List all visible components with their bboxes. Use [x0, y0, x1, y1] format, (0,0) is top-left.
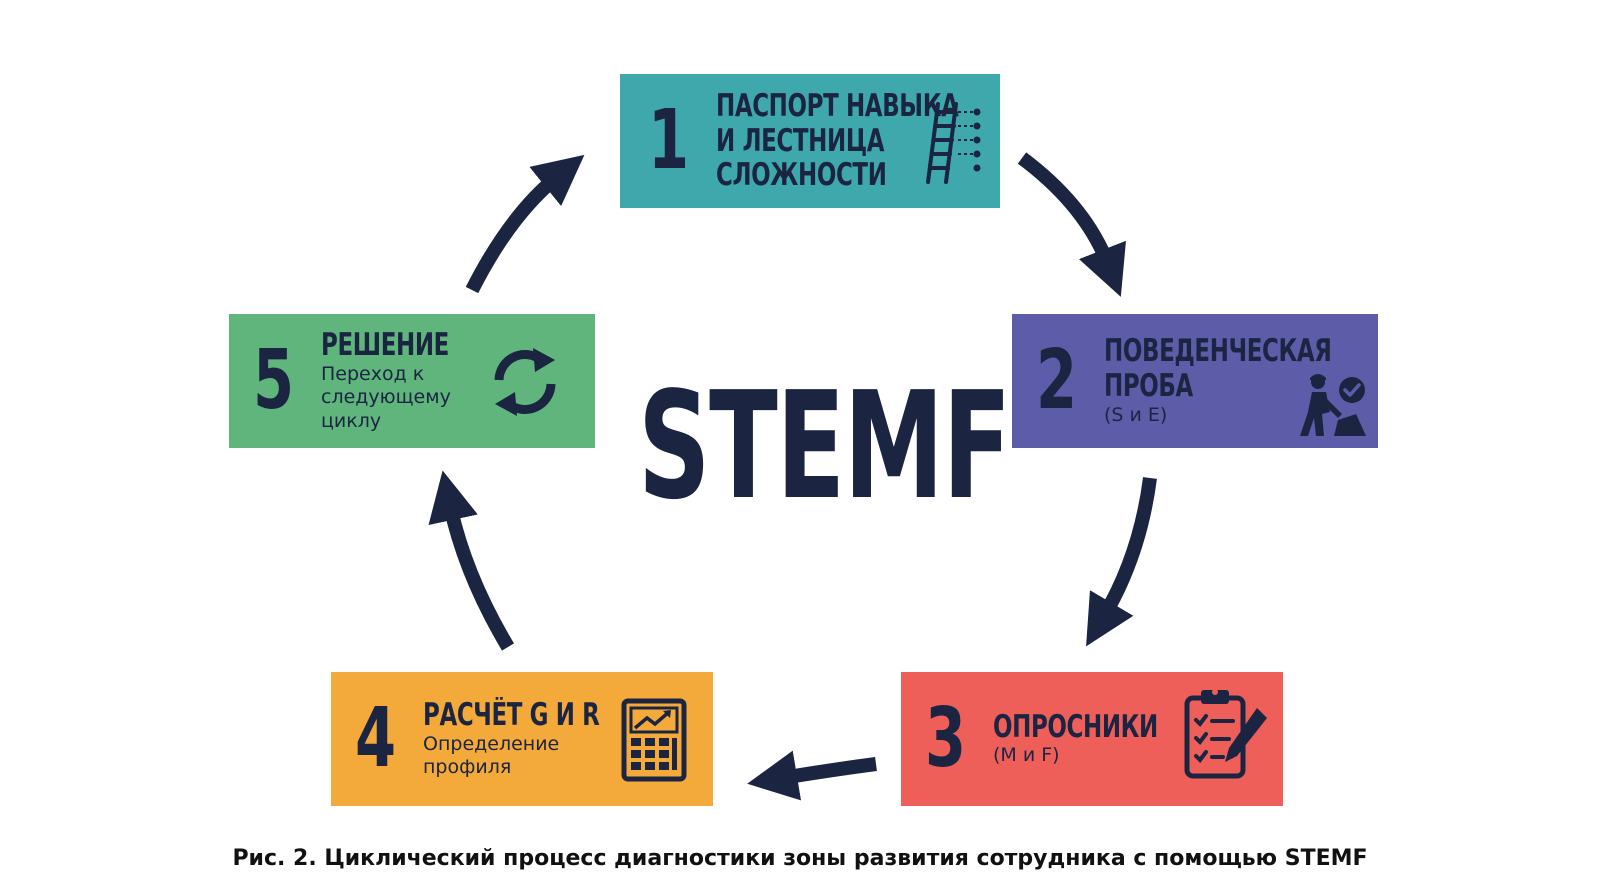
step-number: 1 — [648, 93, 690, 188]
step-subtitle-line: циклу — [321, 410, 382, 433]
step-subtitle-line: Переход к — [321, 362, 425, 385]
step-subtitle-line: профиля — [423, 756, 512, 779]
step-4-box: 4 РАСЧЁТ G И R Определение профиля — [331, 672, 713, 806]
step-subtitle: (M и F) — [993, 744, 1060, 767]
step-number: 4 — [355, 691, 397, 786]
calculator-chart-icon — [621, 698, 687, 782]
step-title-line: ПАСПОРТ НАВЫКА — [716, 87, 959, 124]
step-1-box: 1 ПАСПОРТ НАВЫКА И ЛЕСТНИЦА СЛОЖНОСТИ — [620, 74, 1000, 208]
step-title-line: СЛОЖНОСТИ — [716, 157, 887, 194]
step-5-box: 5 РЕШЕНИЕ Переход к следующему циклу — [229, 314, 595, 448]
ladder-icon — [926, 102, 981, 184]
step-number: 3 — [925, 691, 967, 786]
step-title-line: И ЛЕСТНИЦА — [716, 122, 885, 159]
arrow-2-to-3 — [1086, 477, 1157, 647]
cycle-arrows-icon — [494, 348, 556, 416]
step-number: 5 — [253, 333, 295, 428]
center-title: STEMF — [638, 360, 1011, 532]
arrow-1-to-2 — [1017, 152, 1126, 297]
arrow-5-to-1 — [465, 154, 585, 294]
step-title-line: РАСЧЁТ G И R — [423, 696, 600, 733]
step-title-line: РЕШЕНИЕ — [321, 327, 449, 364]
figure-caption: Рис. 2. Циклический процесс диагностики … — [232, 846, 1368, 871]
step-title-line: ПРОБА — [1104, 368, 1193, 405]
step-3-box: 3 ОПРОСНИКИ (M и F) — [901, 672, 1283, 806]
step-subtitle-line: следующему — [321, 386, 451, 409]
arrow-4-to-5 — [428, 470, 515, 651]
arrow-3-to-4 — [747, 750, 877, 801]
step-title-line: ОПРОСНИКИ — [993, 708, 1158, 745]
worker-check-icon — [1300, 374, 1366, 436]
step-2-box: 2 ПОВЕДЕНЧЕСКАЯ ПРОБА (S и E) — [1012, 314, 1378, 448]
step-subtitle: (S и E) — [1104, 403, 1168, 426]
step-title-line: ПОВЕДЕНЧЕСКАЯ — [1104, 333, 1332, 370]
clipboard-pencil-icon — [1184, 689, 1267, 779]
step-subtitle-line: Определение — [423, 732, 560, 755]
step-number: 2 — [1036, 333, 1078, 428]
